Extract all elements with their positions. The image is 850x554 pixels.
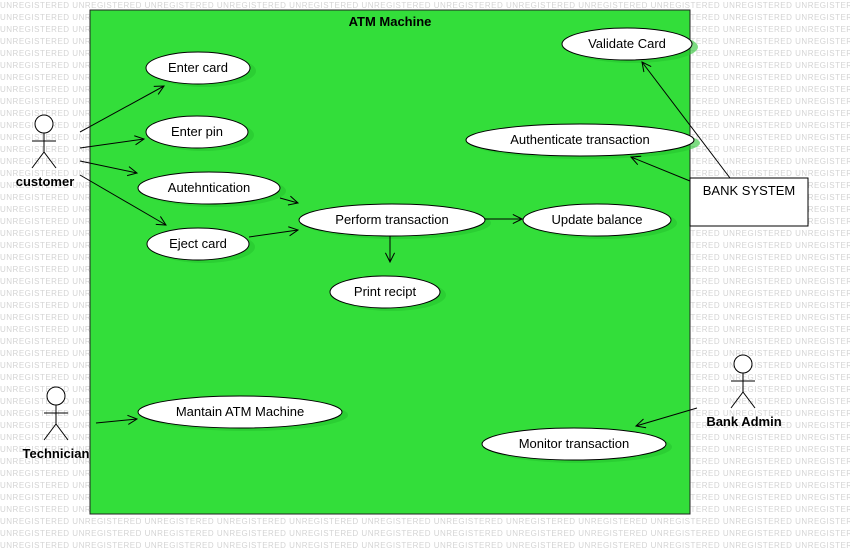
actor-label-bank-admin: Bank Admin: [706, 414, 781, 429]
usecase-authentication[interactable]: Autehntication: [137, 171, 286, 207]
actor-label-customer: customer: [16, 174, 75, 189]
assoc-bank-authenticate: [631, 157, 691, 182]
bank-system-label: BANK SYSTEM: [703, 183, 795, 198]
usecase-maintain-atm[interactable]: Mantain ATM Machine: [137, 395, 348, 431]
usecase-validate-card[interactable]: Validate Card: [561, 27, 698, 63]
assoc-customer-enter-pin: [79, 139, 144, 149]
usecase-label: Perform transaction: [335, 212, 448, 227]
usecase-label: Enter card: [168, 60, 228, 75]
usecase-label: Monitor transaction: [519, 436, 630, 451]
usecase-eject-card[interactable]: Eject card: [146, 227, 255, 263]
usecase-label: Authenticate transaction: [510, 132, 649, 147]
usecase-label: Mantain ATM Machine: [176, 404, 304, 419]
associations: [79, 62, 731, 426]
usecase-enter-card[interactable]: Enter card: [145, 51, 256, 87]
actor-label-technician: Technician: [23, 446, 90, 461]
usecase-update-balance[interactable]: Update balance: [522, 203, 677, 239]
assoc-customer-authentication: [79, 160, 137, 173]
assoc-technician-maintain: [95, 419, 137, 423]
assoc-customer-enter-card: [79, 86, 164, 133]
usecase-label: Eject card: [169, 236, 227, 251]
assoc-customer-eject-card: [79, 174, 166, 225]
usecase-authenticate-transaction[interactable]: Authenticate transaction: [465, 123, 700, 159]
usecase-enter-pin[interactable]: Enter pin: [145, 115, 254, 151]
usecase-label: Print recipt: [354, 284, 417, 299]
usecase-perform-transaction[interactable]: Perform transaction: [298, 203, 491, 239]
usecase-label: Enter pin: [171, 124, 223, 139]
usecase-label: Validate Card: [588, 36, 666, 51]
usecase-label: Autehntication: [168, 180, 250, 195]
system-title: ATM Machine: [349, 14, 432, 29]
actor-bank-admin[interactable]: [730, 354, 756, 409]
bank-system-box[interactable]: BANK SYSTEM: [689, 177, 809, 227]
assoc-eject-perform: [248, 230, 298, 238]
assoc-admin-monitor: [636, 407, 698, 426]
usecase-label: Update balance: [551, 212, 642, 227]
assoc-bank-validate: [642, 62, 731, 179]
usecase-monitor-transaction[interactable]: Monitor transaction: [481, 427, 672, 463]
actor-technician[interactable]: [43, 386, 69, 441]
assoc-authentication-perform: [279, 198, 298, 203]
actor-customer[interactable]: [31, 114, 57, 169]
usecase-print-receipt[interactable]: Print recipt: [329, 275, 446, 311]
